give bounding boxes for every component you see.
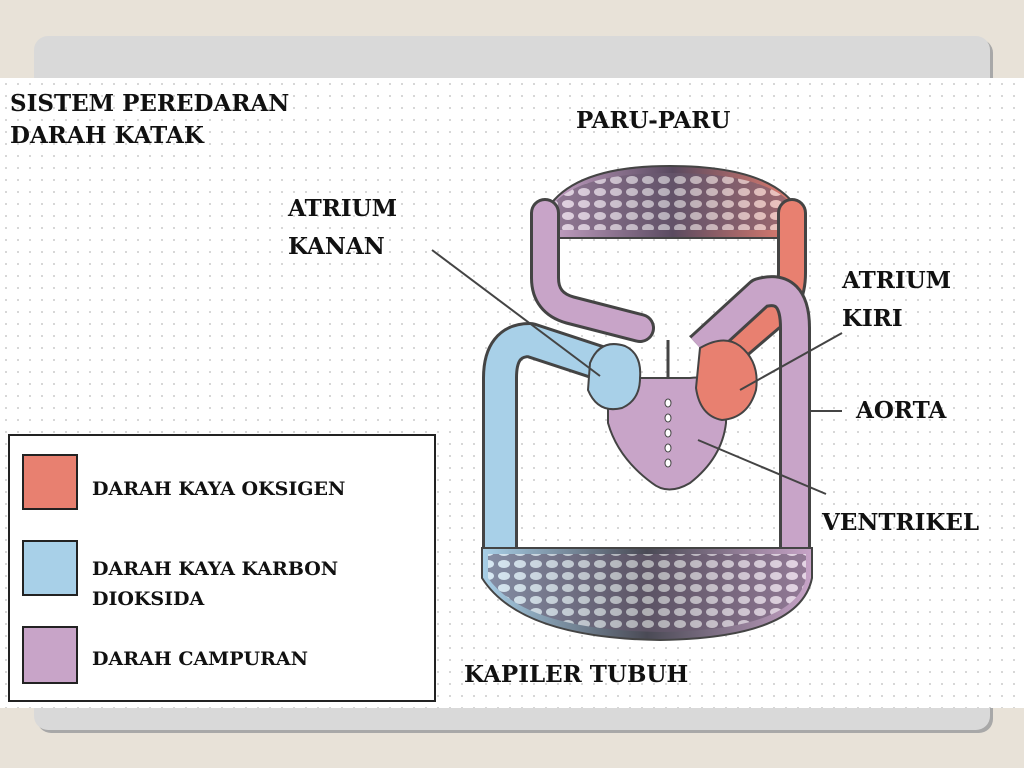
circulation-figure: SISTEM PEREDARAN DARAH KATAK PARU-PARU A… [0, 78, 1024, 708]
title-line-2: DARAH KATAK [10, 122, 204, 149]
label-right-atrium-2: KANAN [288, 233, 385, 260]
leader-lines [431, 249, 843, 495]
label-lungs: PARU-PARU [576, 107, 731, 134]
legend-label-co2-line-1: DARAH KAYA KARBON [92, 558, 339, 580]
legend-label-mixed: DARAH CAMPURAN [92, 648, 308, 670]
diagram-title: SISTEM PEREDARAN DARAH KATAK [10, 88, 289, 152]
label-ventricle: VENTRIKEL [822, 509, 980, 536]
legend: DARAH KAYA OKSIGEN DARAH KAYA KARBON DIO… [8, 434, 436, 702]
left-atrium-chamber [694, 339, 758, 422]
label-left-atrium-2: KIRI [842, 305, 903, 332]
label-right-atrium-1: ATRIUM [288, 195, 398, 222]
title-line-1: SISTEM PEREDARAN [10, 90, 290, 117]
right-atrium-chamber [586, 343, 642, 411]
label-left-atrium-1: ATRIUM [842, 267, 952, 294]
swatch-mixed [22, 626, 78, 684]
swatch-oxygen-rich [22, 454, 78, 510]
label-aorta: AORTA [856, 397, 947, 424]
body-capillary-bed [481, 547, 813, 642]
lung-capillary-bed [544, 164, 801, 239]
label-body-capillaries: KAPILER TUBUH [464, 661, 689, 688]
heart [586, 339, 758, 491]
legend-label-oxygen-rich: DARAH KAYA OKSIGEN [92, 478, 346, 500]
legend-label-co2-line-2: DIOKSIDA [92, 588, 205, 610]
systemic-vessels [482, 275, 842, 558]
frog-circulation-diagram [431, 164, 843, 642]
swatch-carbon-dioxide-rich [22, 540, 78, 596]
